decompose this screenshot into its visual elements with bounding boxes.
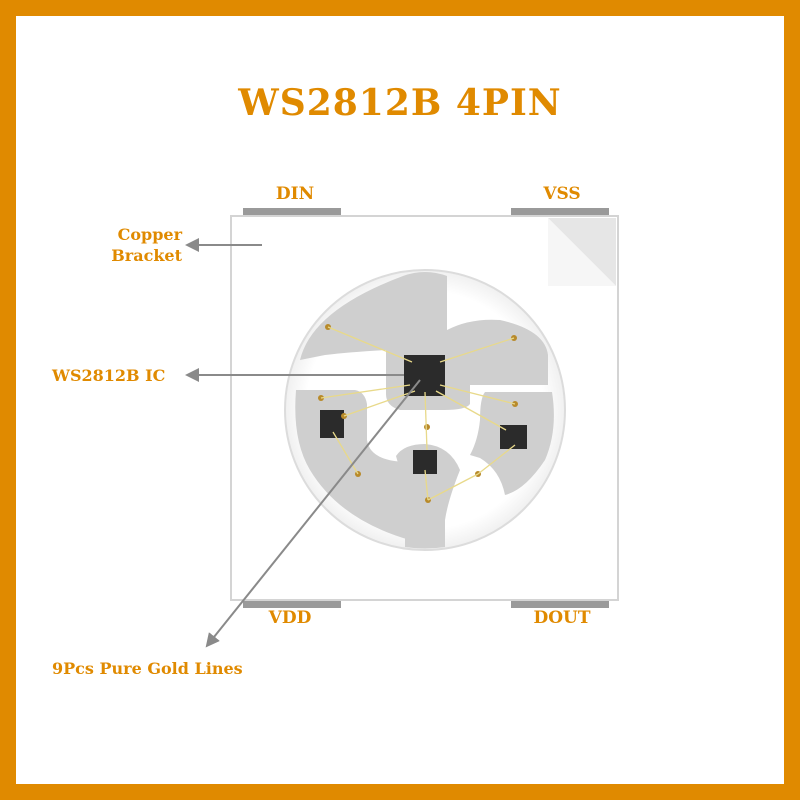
vdd-pin-pad	[243, 598, 341, 608]
copper-bracket-label-line1: Copper	[117, 225, 182, 244]
din-pin-pad	[243, 208, 341, 218]
ws2812b-ic-label: WS2812B IC	[52, 366, 166, 385]
gold-bond-wires	[320, 326, 516, 501]
copper-bracket-label-line2: Bracket	[111, 246, 182, 265]
vss-pin-pad	[511, 208, 609, 218]
diagram-title: WS2812B 4PIN	[238, 82, 562, 124]
copper-bracket-label: Copper Bracket	[60, 224, 182, 266]
top-bracket	[300, 272, 548, 410]
pin-label-vss: VSS	[543, 184, 581, 204]
corner-shade	[548, 218, 616, 286]
led-die-left	[320, 410, 344, 438]
pin-label-dout: DOUT	[533, 608, 591, 628]
dout-pin-pad	[511, 598, 609, 608]
gold-lines-label: 9Pcs Pure Gold Lines	[52, 659, 243, 678]
pin-label-vdd: VDD	[268, 608, 312, 628]
gold-lines-arrow	[205, 379, 421, 648]
pin-label-din: DIN	[275, 184, 315, 204]
